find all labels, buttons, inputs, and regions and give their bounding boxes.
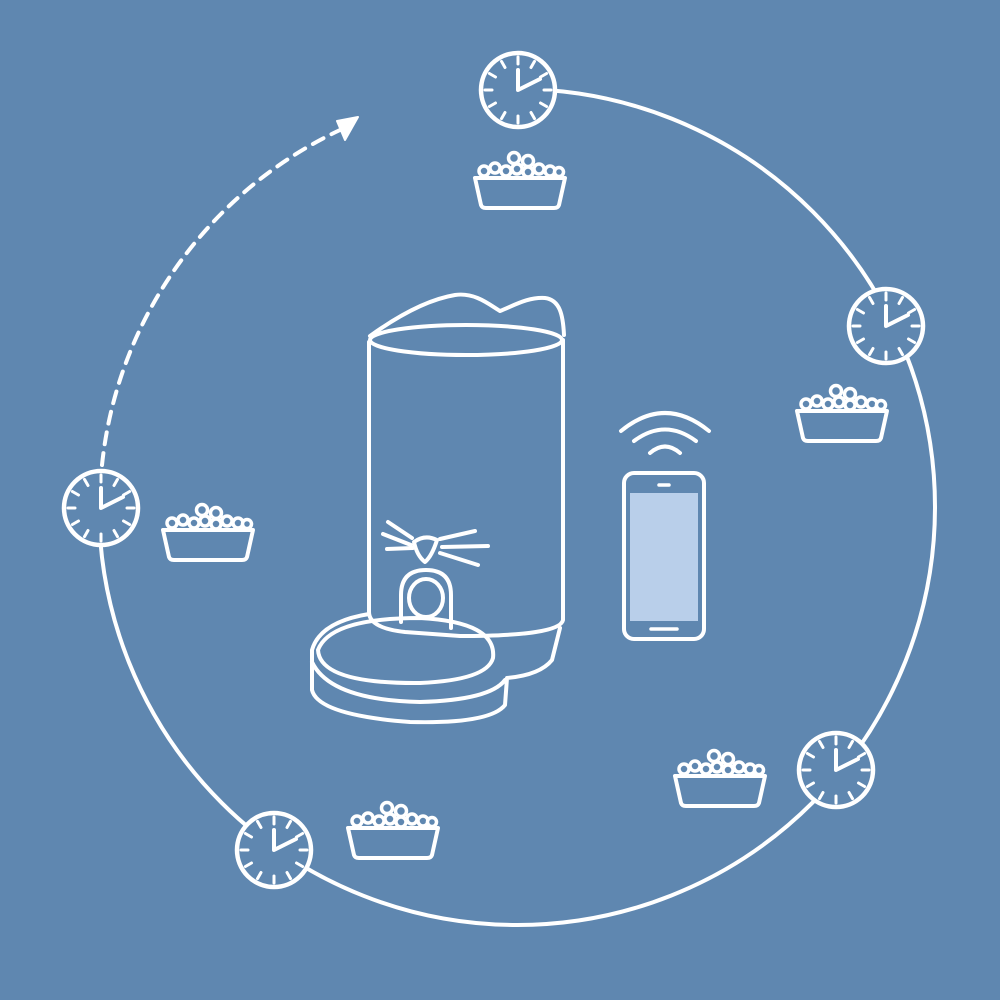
arrow-head-icon <box>336 116 359 141</box>
smartphone-icon <box>622 471 706 641</box>
whiskers <box>381 520 490 567</box>
clock-icon <box>849 289 923 363</box>
clock-icon <box>64 471 138 545</box>
schedule-ring <box>97 87 937 927</box>
dashed-arrow-icon <box>100 128 342 467</box>
clock-icon <box>481 53 555 127</box>
clock-icon <box>799 733 873 807</box>
cat-nose-icon <box>412 535 439 564</box>
wifi-signal-icon <box>619 411 711 455</box>
automatic-pet-feeder-icon <box>310 292 566 725</box>
phone-screen <box>630 493 698 621</box>
clock-icon <box>237 813 311 887</box>
